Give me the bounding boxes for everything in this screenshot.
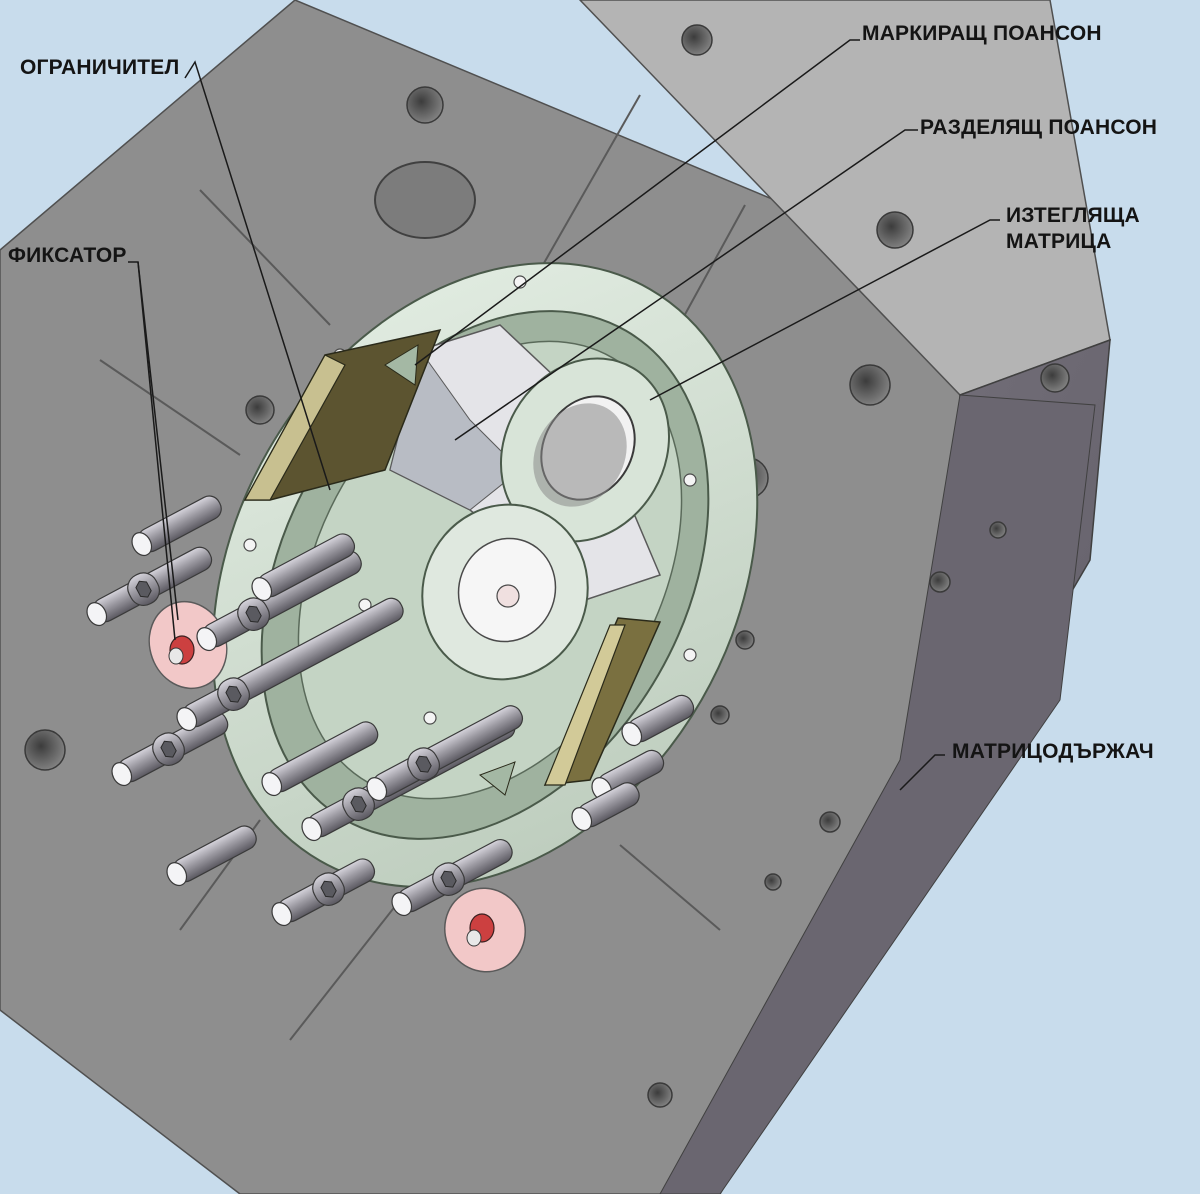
leader-fixator-2 xyxy=(137,261,176,641)
bolt-6 xyxy=(176,597,404,732)
bolt-1 xyxy=(86,546,213,627)
label-separating-punch: РАЗДЕЛЯЩ ПОАНСОН xyxy=(920,116,1158,139)
label-die-holder: МАТРИЦОДЪРЖАЧ xyxy=(952,740,1154,763)
fixator-left xyxy=(148,600,228,690)
leader-drawing-die xyxy=(649,219,1000,401)
leader-die-holder xyxy=(899,754,945,791)
label-drawing-die-line2: МАТРИЦА xyxy=(1006,230,1112,253)
bolt-15 xyxy=(571,782,640,832)
bolt-13 xyxy=(621,694,695,747)
die-cavity-upper xyxy=(499,357,671,543)
bolt-11 xyxy=(366,705,524,802)
leader-limiter xyxy=(184,60,331,491)
bolt-8 xyxy=(166,825,257,887)
separating-punch-face xyxy=(389,348,521,511)
label-limiter: ОГРАНИЧИТЕЛ xyxy=(20,56,180,79)
fixator-lower xyxy=(444,887,526,973)
label-fixator: ФИКСАТОР xyxy=(8,244,127,267)
marking-punch-upper xyxy=(243,328,442,501)
bolt-4 xyxy=(196,550,362,652)
bolt-12 xyxy=(391,838,513,917)
bolt-7 xyxy=(261,721,379,797)
holder-side-face-lower xyxy=(659,394,1096,1194)
holder-holes xyxy=(24,24,1070,1108)
label-drawing-die-line1: ИЗТЕГЛЯЩА xyxy=(1006,204,1140,227)
leader-lines xyxy=(128,39,1000,791)
marking-punch-lower xyxy=(478,617,662,796)
socket-head-bolts xyxy=(86,495,695,927)
bolt-2 xyxy=(111,711,229,787)
die-cavity-lower xyxy=(421,503,589,681)
label-marking-punch: МАРКИРАЩ ПОАНСОН xyxy=(862,22,1102,45)
leader-marking-punch xyxy=(414,39,860,366)
leader-separating-punch xyxy=(454,129,918,441)
bolt-10 xyxy=(271,858,376,927)
holder-seams xyxy=(99,94,746,1041)
large-pocket xyxy=(374,161,476,239)
bolt-5 xyxy=(251,533,356,602)
bolt-3 xyxy=(131,495,222,557)
